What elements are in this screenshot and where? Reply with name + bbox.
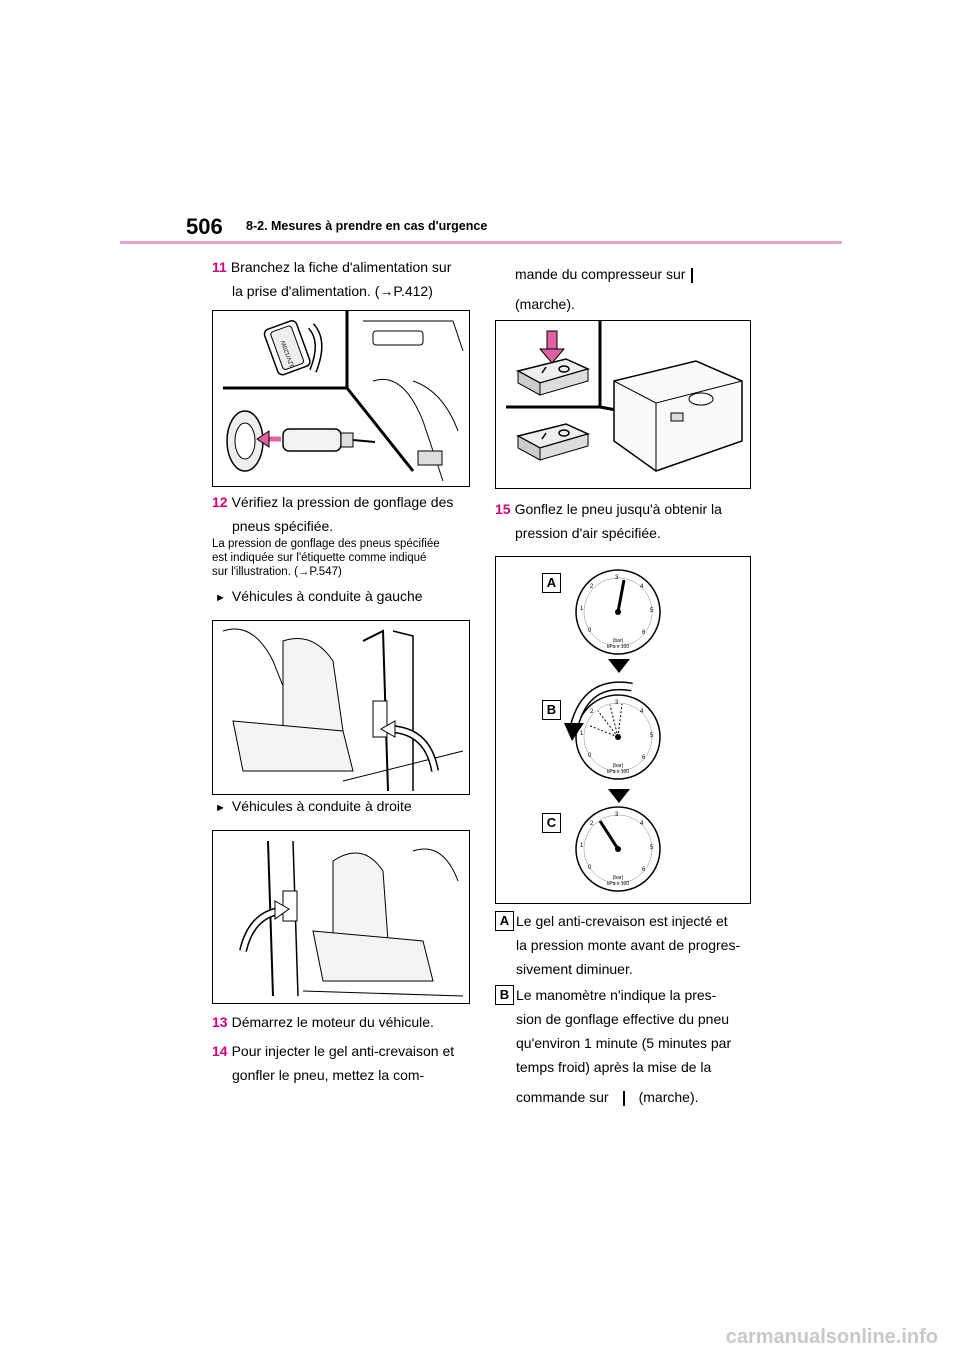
bullet-text: Véhicules à conduite à droite bbox=[231, 798, 412, 814]
desc-text: (marche). bbox=[638, 1089, 699, 1105]
gauge-unit: kPa x 100 bbox=[607, 881, 629, 887]
description-a: Le gel anti-crevaison est injecté et la … bbox=[516, 909, 740, 981]
step-text: pression d'air spécifiée. bbox=[515, 525, 661, 541]
gauge-unit: (bar) bbox=[613, 875, 624, 881]
step-number: 12 bbox=[212, 494, 228, 510]
gauge-unit: kPa x 100 bbox=[607, 644, 629, 650]
svg-text:5: 5 bbox=[650, 733, 654, 739]
step-text: la prise d'alimentation. (→P.412) bbox=[232, 283, 433, 299]
desc-text: sivement diminuer. bbox=[516, 961, 633, 977]
gauge-label-b: B bbox=[542, 700, 561, 720]
svg-text:0: 0 bbox=[588, 753, 592, 759]
note-line: est indiquée sur l'étiquette comme indiq… bbox=[212, 552, 427, 564]
svg-text:2: 2 bbox=[590, 709, 594, 715]
switch-on-icon bbox=[691, 267, 694, 283]
header-rule bbox=[120, 241, 842, 244]
gauge-label-c: C bbox=[542, 813, 561, 833]
note-line: La pression de gonflage des pneus spécif… bbox=[212, 538, 440, 550]
svg-text:1: 1 bbox=[580, 843, 584, 849]
figure-compressor-switch bbox=[495, 320, 751, 489]
desc-text: temps froid) après la mise de la bbox=[516, 1059, 712, 1075]
step-number: 13 bbox=[212, 1014, 228, 1030]
step-text: Branchez la fiche d'alimentation sur bbox=[230, 259, 452, 275]
triangle-down-icon bbox=[608, 789, 630, 803]
bullet-rhd: ► Véhicules à conduite à droite bbox=[215, 798, 412, 814]
note-line: sur l'illustration. (→P.547) bbox=[212, 566, 342, 578]
bullet-lhd: ► Véhicules à conduite à gauche bbox=[215, 588, 423, 604]
desc-text: qu'environ 1 minute (5 minutes par bbox=[516, 1035, 732, 1051]
figure-pressure-gauges: A B C 0 1 2 3 4 5 6 (bar) kPa x 100 0 1 2 3 4… bbox=[495, 556, 751, 904]
svg-text:5: 5 bbox=[650, 608, 654, 614]
svg-text:6: 6 bbox=[642, 867, 646, 873]
figure-lhd-door-label bbox=[212, 620, 470, 795]
arrow-right-icon: ► bbox=[215, 802, 226, 814]
page-number: 506 bbox=[186, 214, 223, 239]
gauge-b: 0 1 2 3 4 5 6 (bar) kPa x 100 bbox=[575, 694, 661, 780]
step-text: mande du compresseur sur bbox=[515, 266, 686, 282]
gauge-c: 0 1 2 3 4 5 6 (bar) kPa x 100 bbox=[575, 806, 661, 892]
step-text: Vérifiez la pression de gonflage des bbox=[231, 494, 454, 510]
desc-text: la pression monte avant de progres- bbox=[516, 937, 741, 953]
gauge-label-a: A bbox=[542, 573, 561, 593]
bullet-text: Véhicules à conduite à gauche bbox=[231, 588, 423, 604]
svg-text:6: 6 bbox=[642, 755, 646, 761]
svg-text:0: 0 bbox=[588, 865, 592, 871]
svg-text:4: 4 bbox=[640, 584, 644, 590]
step-14-continued: mande du compresseur sur (marche). bbox=[515, 262, 699, 316]
svg-text:1: 1 bbox=[580, 731, 584, 737]
step-text: (marche). bbox=[515, 296, 575, 312]
section-title: 8-2. Mesures à prendre en cas d'urgence bbox=[246, 219, 488, 233]
desc-text: sion de gonflage effective du pneu bbox=[516, 1011, 730, 1027]
description-b: Le manomètre n'indique la pres- sion de … bbox=[516, 983, 731, 1109]
gauge-unit: kPa x 100 bbox=[607, 769, 629, 775]
svg-text:2: 2 bbox=[590, 821, 594, 827]
gauge-a: 0 1 2 3 4 5 6 (bar) kPa x 100 bbox=[575, 569, 661, 655]
svg-text:3: 3 bbox=[615, 700, 619, 706]
triangle-down-icon bbox=[608, 659, 630, 673]
svg-text:6: 6 bbox=[642, 630, 646, 636]
svg-text:0: 0 bbox=[588, 628, 592, 634]
step-text: gonfler le pneu, mettez la com- bbox=[232, 1067, 425, 1083]
svg-text:3: 3 bbox=[615, 812, 619, 818]
desc-label-b: B bbox=[495, 985, 514, 1005]
step-text: Gonflez le pneu jusqu'à obtenir la bbox=[514, 501, 722, 517]
gauge-unit: (bar) bbox=[613, 763, 624, 769]
desc-text: Le manomètre n'indique la pres- bbox=[516, 987, 717, 1003]
step-number: 15 bbox=[495, 501, 511, 517]
step-text: Démarrez le moteur du véhicule. bbox=[231, 1014, 434, 1030]
step-text: Pour injecter le gel anti-crevaison et bbox=[231, 1043, 455, 1059]
desc-label-a: A bbox=[495, 911, 514, 931]
step-number: 11 bbox=[212, 259, 227, 275]
svg-text:5: 5 bbox=[650, 845, 654, 851]
gauge-unit: (bar) bbox=[613, 638, 624, 644]
svg-text:1: 1 bbox=[580, 606, 584, 612]
svg-text:4: 4 bbox=[640, 821, 644, 827]
switch-on-icon bbox=[622, 1090, 625, 1106]
figure-power-plug: 12V/120W bbox=[212, 310, 470, 487]
arrow-right-icon: ► bbox=[215, 592, 226, 604]
svg-text:4: 4 bbox=[640, 709, 644, 715]
desc-text: Le gel anti-crevaison est injecté et bbox=[516, 913, 728, 929]
step-text: pneus spécifiée. bbox=[232, 518, 334, 534]
figure-rhd-door-label bbox=[212, 830, 470, 1004]
step-number: 14 bbox=[212, 1043, 228, 1059]
pressure-note: La pression de gonflage des pneus spécif… bbox=[212, 537, 440, 579]
desc-text: commande sur bbox=[516, 1089, 609, 1105]
watermark: carmanualsonline.info bbox=[725, 1326, 938, 1348]
svg-text:2: 2 bbox=[590, 584, 594, 590]
svg-text:3: 3 bbox=[615, 575, 619, 581]
